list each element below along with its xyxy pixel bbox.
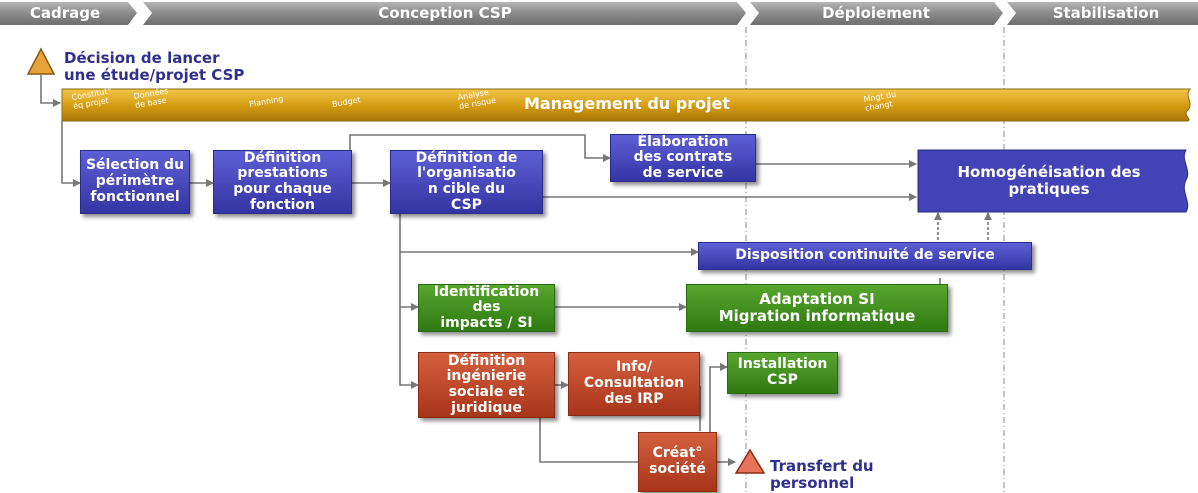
info-box[interactable]: Info/ Consultation des IRP (568, 352, 700, 416)
phase-chevron-conception (143, 2, 746, 25)
ingenierie-box[interactable]: Définition ingénierie sociale et juridiq… (418, 352, 555, 418)
installation-box[interactable]: Installation CSP (727, 352, 838, 394)
prestations-box[interactable]: Définition prestations pour chaque fonct… (213, 150, 352, 214)
organisation-box[interactable]: Définition de l'organisatio n cible du C… (390, 150, 543, 214)
impacts-box[interactable]: Identification des impacts / SI (418, 284, 555, 332)
phase-label-conception: Conception CSP (378, 4, 512, 22)
phase-label-stabilisation: Stabilisation (1052, 4, 1160, 22)
decision-warning-icon (26, 47, 56, 75)
continuite-box[interactable]: Disposition continuité de service (698, 242, 1032, 270)
phase-chevron-cadrage (0, 2, 137, 25)
homogeneisation-label[interactable]: Homogénéisation des pratiques (957, 163, 1141, 198)
creat-box[interactable]: Créat° société (638, 432, 717, 492)
phase-label-cadrage: Cadrage (29, 4, 101, 22)
contrats-box[interactable]: Élaboration des contrats de service (610, 134, 756, 182)
phase-bar (0, 2, 1198, 25)
phase-chevron-deploiement (750, 2, 1003, 25)
phase-label-deploiement: Déploiement (822, 4, 930, 22)
transfert-label: Transfert du personnel (770, 457, 874, 492)
homogeneisation-box (917, 149, 1189, 213)
selection-box[interactable]: Sélection du périmètre fonctionnel (80, 150, 190, 214)
management-title: Management du projet (524, 94, 731, 113)
phase-chevron-stabilisation (1007, 2, 1198, 25)
adaptation-box[interactable]: Adaptation SI Migration informatique (686, 284, 948, 332)
decision-label: Décision de lancer une étude/projet CSP (64, 49, 245, 84)
transfert-warning-icon (734, 448, 766, 474)
management-band (61, 88, 1192, 122)
